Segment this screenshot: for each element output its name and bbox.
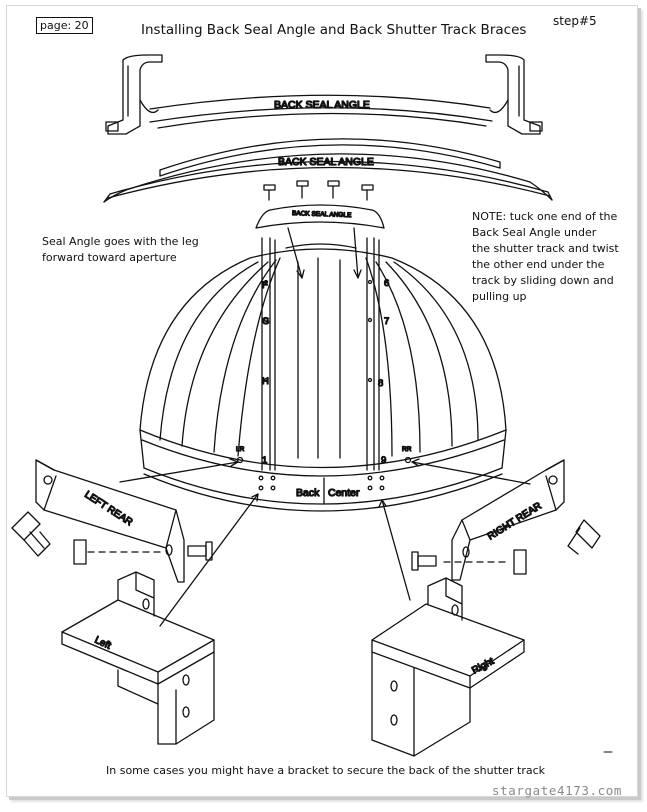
note-line: forward toward aperture	[42, 251, 177, 264]
left-rear-label: LEFT REAR	[82, 489, 134, 528]
rib-label-1: 1	[262, 455, 267, 466]
rib-label-f: F	[262, 280, 268, 291]
right-rear-label: RIGHT REAR	[486, 501, 544, 543]
page-title: Installing Back Seal Angle and Back Shut…	[141, 22, 527, 38]
note-line: pulling up	[472, 290, 527, 303]
page-number-box: page: 20	[36, 17, 93, 34]
note-line: Back Seal Angle under	[472, 226, 597, 239]
observatory-dome	[139, 237, 507, 512]
left-rear-brace	[35, 459, 185, 583]
seal-angle-small-label: BACK SEAL ANGLE	[292, 210, 352, 219]
tuck-note: NOTE: tuck one end of the Back Seal Angl…	[472, 209, 619, 305]
rib-label-8: 8	[378, 378, 383, 389]
left-bracket-label: Left	[93, 635, 113, 652]
seal-angle-mid-label: BACK SEAL ANGLE	[278, 156, 374, 168]
rib-label-6: 6	[384, 278, 389, 289]
note-line: NOTE: tuck one end of the	[472, 210, 618, 223]
bolt-row	[263, 180, 374, 201]
right-bolt	[411, 519, 601, 575]
rib-label-h: H	[262, 376, 269, 387]
right-rear-brace	[451, 459, 565, 581]
seal-angle-top-label: BACK SEAL ANGLE	[274, 99, 370, 111]
rib-label-7: 7	[384, 316, 389, 327]
left-bracket	[61, 571, 215, 745]
seal-angle-mid	[103, 138, 553, 203]
arrow	[287, 227, 303, 279]
seal-angle-top-assembly	[105, 54, 543, 135]
back-label: Back	[296, 487, 320, 499]
note-line: Seal Angle goes with the leg	[42, 235, 199, 248]
footer-caption: In some cases you might have a bracket t…	[106, 764, 546, 777]
step-label: step#5	[553, 14, 597, 28]
rib-label-9: 9	[381, 455, 386, 466]
note-line: the shutter track and twist	[472, 242, 619, 255]
right-bracket	[371, 577, 525, 757]
note-line: the other end under the	[472, 258, 605, 271]
left-bolt	[11, 511, 213, 565]
seal-angle-note: Seal Angle goes with the leg forward tow…	[42, 234, 199, 266]
lr-label: LR	[236, 446, 245, 453]
rr-label: RR	[402, 446, 412, 453]
note-line: track by sliding down and	[472, 274, 614, 287]
seal-angle-small	[255, 204, 385, 229]
watermark: stargate4173.com	[492, 783, 623, 798]
rib-label-g: G	[262, 316, 269, 327]
center-label: Center	[328, 487, 360, 499]
